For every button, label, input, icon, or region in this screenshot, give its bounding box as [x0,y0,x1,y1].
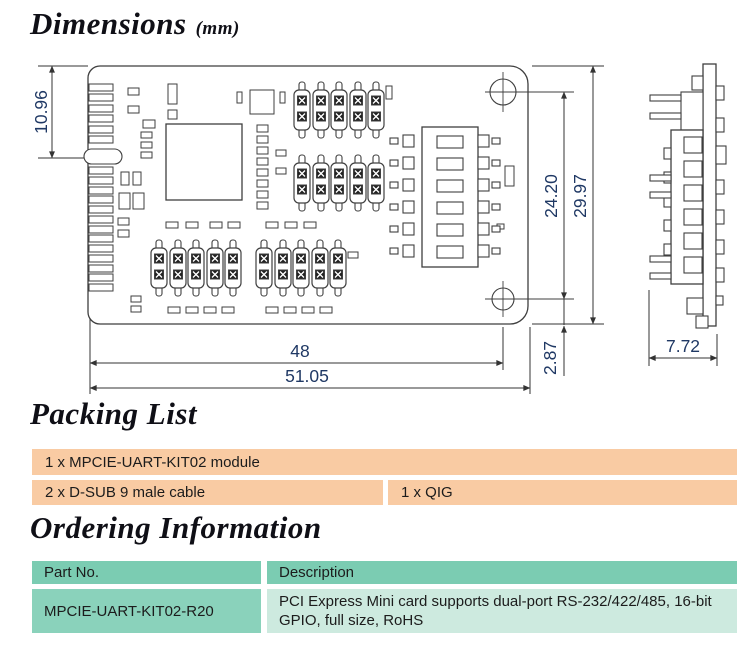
packing-list-heading-text: Packing List [30,396,198,431]
ordering-information-heading: Ordering Information [30,510,322,546]
board-side-view [649,63,727,329]
ordering-information-table: Part No. Description MPCIE-UART-KIT02-R2… [32,561,737,633]
dim-board-width: 51.05 [285,366,329,386]
dim-hole-pitch: 24.20 [541,174,561,218]
packing-row-module: 1 x MPCIE-UART-KIT02 module [32,449,737,475]
connector-key-notch [83,148,123,165]
packing-row-cable: 2 x D-SUB 9 male cable [32,480,383,505]
ordering-description-value: PCI Express Mini card supports dual-port… [267,589,737,633]
mounting-hole-top [485,72,574,112]
packing-list-table: 1 x MPCIE-UART-KIT02 module 2 x D-SUB 9 … [32,449,737,505]
dimension-drawing: 10.96 24.20 29.97 2.87 48 51.05 7.72 [31,63,727,394]
ordering-header-description: Description [267,561,737,584]
ordering-header-part-no: Part No. [32,561,261,584]
board-top-view [83,65,574,325]
ordering-information-heading-text: Ordering Information [30,510,322,545]
dim-side-width: 7.72 [666,336,700,356]
dimensions-unit-label: (mm) [195,18,240,39]
dim-edge-to-hole: 2.87 [540,341,560,375]
packing-list-heading: Packing List [30,396,197,432]
dimensions-heading: Dimensions (mm) [30,6,240,42]
ordering-part-no-value: MPCIE-UART-KIT02-R20 [32,589,261,633]
dip-switch [389,126,501,268]
dim-inner-width: 48 [290,341,309,361]
edge-connector-fingers [88,83,114,292]
mounting-hole-bottom [485,281,574,317]
passive-components [117,83,515,314]
dimensions-heading-text: Dimensions [30,6,187,41]
dimension-lines [38,65,718,394]
main-ic [165,123,243,201]
dim-connector-height: 10.96 [31,90,51,134]
packing-row-qig: 1 x QIG [388,480,737,505]
dim-board-height: 29.97 [570,174,590,218]
